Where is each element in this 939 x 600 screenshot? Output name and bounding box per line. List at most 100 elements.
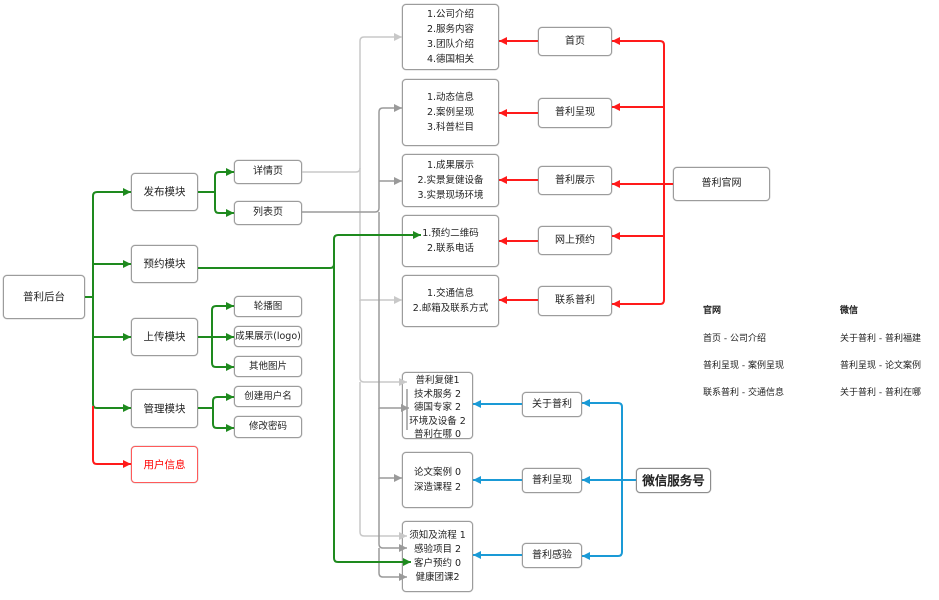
node-label: 发布模块: [143, 186, 186, 198]
connector-detail-to-contact: [359, 168, 402, 304]
node-label: 普利展示: [555, 174, 595, 186]
wechat-content-about[interactable]: 普利复健1 技术服务 2 德国专家 2 环境及设备 2 普利在哪 0: [402, 372, 473, 439]
content-line: 德国专家 2: [413, 402, 462, 413]
content-line: 1.动态信息: [426, 92, 475, 103]
content-line: 1.交通信息: [426, 288, 475, 299]
child-list-page[interactable]: 列表页: [234, 201, 302, 225]
wechat-menu-experience[interactable]: 普利感验: [522, 543, 582, 568]
wechat-content-experience[interactable]: 须知及流程 1 感验项目 2 客户预约 0 健康团课2: [402, 521, 473, 592]
child-create-username[interactable]: 创建用户名: [234, 386, 302, 407]
website-content-booking[interactable]: 1.预约二维码 2.联系电话: [402, 215, 499, 267]
node-label: 列表页: [253, 207, 283, 218]
content-line: 2.实景复健设备: [417, 175, 484, 186]
connector-manage-to-password: [212, 408, 234, 432]
legend-website-row: 首页 - 公司介绍: [703, 334, 766, 344]
legend-wechat-row: 普利呈现 - 论文案例: [840, 361, 921, 371]
content-line: 普利复健1: [415, 375, 460, 386]
node-label: 普利感验: [532, 549, 572, 561]
content-line: 3.实景现场环境: [417, 190, 484, 201]
content-line: 1.公司介绍: [426, 9, 475, 20]
connector-site-to-home: [612, 37, 665, 184]
connector-list-to-wx-present: [378, 408, 402, 482]
node-label: 微信服务号: [642, 472, 705, 488]
node-label: 轮播图: [253, 300, 283, 312]
website-content-showcase[interactable]: 1.成果展示 2.实景复健设备 3.实景现场环境: [402, 154, 499, 207]
wechat-menu-about[interactable]: 关于普利: [522, 392, 582, 417]
content-line: 1.成果展示: [426, 160, 475, 171]
node-label: 网上预约: [555, 234, 595, 246]
legend-wechat-row: 关于普利 - 普利福建: [840, 334, 921, 344]
child-results-logo[interactable]: 成果展示(logo): [234, 326, 302, 347]
module-publish[interactable]: 发布模块: [131, 173, 198, 211]
child-change-password[interactable]: 修改密码: [234, 416, 302, 438]
connector-list-trunk: [302, 104, 402, 213]
module-manage[interactable]: 管理模块: [131, 389, 198, 428]
node-label: 普利呈现: [532, 474, 572, 486]
content-line: 须知及流程 1: [409, 530, 466, 541]
wechat-content-present[interactable]: 论文案例 0 深造课程 2: [402, 452, 473, 508]
content-line: 2.服务内容: [426, 24, 475, 35]
legend-wechat-row: 关于普利 - 普利在哪: [840, 388, 921, 398]
node-label: 详情页: [253, 166, 283, 177]
node-label: 成果展示(logo): [235, 330, 301, 342]
website-page-booking[interactable]: 网上预约: [538, 226, 612, 255]
node-label: 上传模块: [143, 331, 186, 343]
connector-upload-to-carousel: [198, 302, 234, 338]
legend-website-title: 官网: [703, 306, 722, 316]
node-label: 普利后台: [23, 291, 65, 303]
node-label: 其他图片: [248, 360, 287, 372]
module-upload[interactable]: 上传模块: [131, 318, 198, 356]
connector-root-to-publish: [92, 188, 131, 297]
connector-upload-to-other: [211, 337, 234, 371]
node-label: 创建用户名: [244, 390, 292, 402]
connector-manage-to-create: [198, 393, 234, 409]
website-page-present[interactable]: 普利呈现: [538, 98, 612, 128]
backend-root-node[interactable]: 普利后台: [3, 275, 85, 319]
content-line: 4.德国相关: [426, 54, 475, 65]
content-line: 普利在哪 0: [413, 429, 462, 439]
content-line: 深造课程 2: [413, 482, 462, 493]
child-detail-page[interactable]: 详情页: [234, 160, 302, 184]
connector-detail-to-wx-about: [359, 300, 407, 386]
content-line: 技术服务 2: [413, 388, 462, 400]
website-page-contact[interactable]: 联系普利: [538, 286, 612, 316]
website-page-home[interactable]: 首页: [538, 27, 612, 56]
child-carousel[interactable]: 轮播图: [234, 296, 302, 317]
legend-website-row: 普利呈现 - 案例呈现: [703, 361, 784, 371]
node-label: 管理模块: [143, 402, 186, 415]
wechat-root-node[interactable]: 微信服务号: [636, 468, 711, 493]
connector-booking-to-qrcode: [198, 231, 421, 269]
connector-wx-to-about: [582, 399, 623, 480]
connector-publish-to-detail: [198, 168, 234, 193]
connector-detail-trunk: [302, 33, 402, 173]
content-line: 感验项目 2: [413, 544, 462, 555]
content-line: 客户预约 0: [413, 558, 462, 569]
website-root-node[interactable]: 普利官网: [673, 167, 770, 201]
content-line: 环境及设备 2: [409, 415, 466, 427]
child-other-images[interactable]: 其他图片: [234, 356, 302, 377]
legend-website-row: 联系普利 - 交通信息: [703, 388, 784, 398]
module-user-info[interactable]: 用户信息: [131, 446, 198, 483]
wechat-menu-present[interactable]: 普利呈现: [522, 468, 582, 493]
node-label: 修改密码: [248, 421, 287, 432]
node-label: 关于普利: [532, 398, 572, 410]
module-booking[interactable]: 预约模块: [131, 245, 198, 283]
content-line: 2.案例呈现: [426, 107, 475, 118]
legend-wechat-title: 微信: [840, 306, 859, 316]
node-label: 预约模块: [143, 258, 186, 270]
website-content-home[interactable]: 1.公司介绍 2.服务内容 3.团队介绍 4.德国相关: [402, 4, 499, 70]
node-label: 普利官网: [701, 178, 742, 189]
connector-site-to-contact: [612, 184, 665, 308]
content-line: 1.预约二维码: [422, 228, 479, 239]
website-page-showcase[interactable]: 普利展示: [538, 166, 612, 195]
content-line: 2.邮箱及联系方式: [412, 303, 489, 314]
content-line: 3.科普栏目: [426, 122, 475, 133]
node-label: 联系普利: [555, 295, 595, 306]
node-label: 普利呈现: [555, 107, 595, 118]
content-line: 健康团课2: [415, 572, 460, 583]
website-content-contact[interactable]: 1.交通信息 2.邮箱及联系方式: [402, 275, 499, 327]
website-content-present[interactable]: 1.动态信息 2.案例呈现 3.科普栏目: [402, 79, 499, 146]
node-label: 首页: [565, 35, 585, 47]
connector-detail-to-wx-experience: [359, 382, 407, 540]
connector-publish-to-list: [214, 192, 234, 217]
